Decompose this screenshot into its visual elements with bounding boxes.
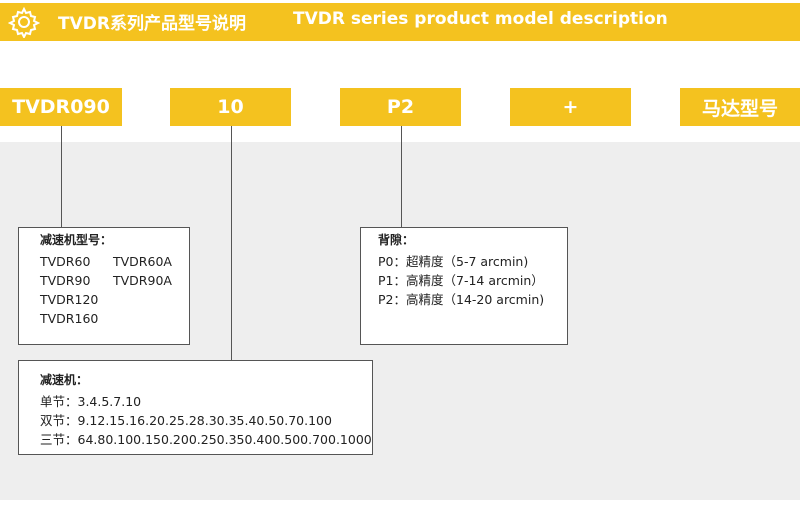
connector-ratio <box>231 126 232 360</box>
code-backlash: P2 <box>340 88 461 126</box>
code-ratio: 10 <box>170 88 291 126</box>
reducer-model-title: 减速机型号： <box>40 233 113 247</box>
backlash-title: 背隙： <box>378 233 415 247</box>
connector-model <box>61 126 62 227</box>
code-model: TVDR090 <box>0 88 122 126</box>
backlash-box: 背隙： P0：超精度（5-7 arcmin) P1：高精度（7-14 arcmi… <box>360 227 568 345</box>
model-item: TVDR90 <box>40 273 91 288</box>
header-title-en: TVDR series product model description <box>293 9 668 29</box>
model-item: TVDR120 <box>40 292 99 307</box>
reducer-ratio-title: 减速机： <box>40 373 89 387</box>
backlash-item: P2：高精度（14-20 arcmin) <box>378 292 545 307</box>
header-title-cn: TVDR系列产品型号说明 <box>58 14 246 34</box>
ratio-item: 双节：9.12.15.16.20.25.28.30.35.40.50.70.10… <box>40 413 332 428</box>
model-item: TVDR160 <box>40 311 99 326</box>
ratio-item: 三节：64.80.100.150.200.250.350.400.500.700… <box>40 432 372 447</box>
gear-icon <box>8 6 40 38</box>
model-item: TVDR60 <box>40 254 91 269</box>
model-item: TVDR60A <box>113 254 172 269</box>
code-plus: + <box>510 88 631 126</box>
connector-backlash <box>401 126 402 227</box>
reducer-ratio-box: 减速机： 单节：3.4.5.7.10 双节：9.12.15.16.20.25.2… <box>18 360 373 455</box>
header-bar: TVDR系列产品型号说明 TVDR series product model d… <box>0 3 800 41</box>
model-item: TVDR90A <box>113 273 172 288</box>
code-motor: 马达型号 <box>680 88 800 126</box>
reducer-model-box: 减速机型号： TVDR60 TVDR90 TVDR120 TVDR160 TVD… <box>18 227 190 345</box>
ratio-item: 单节：3.4.5.7.10 <box>40 394 142 409</box>
backlash-item: P0：超精度（5-7 arcmin) <box>378 254 529 269</box>
backlash-item: P1：高精度（7-14 arcmin） <box>378 273 544 288</box>
